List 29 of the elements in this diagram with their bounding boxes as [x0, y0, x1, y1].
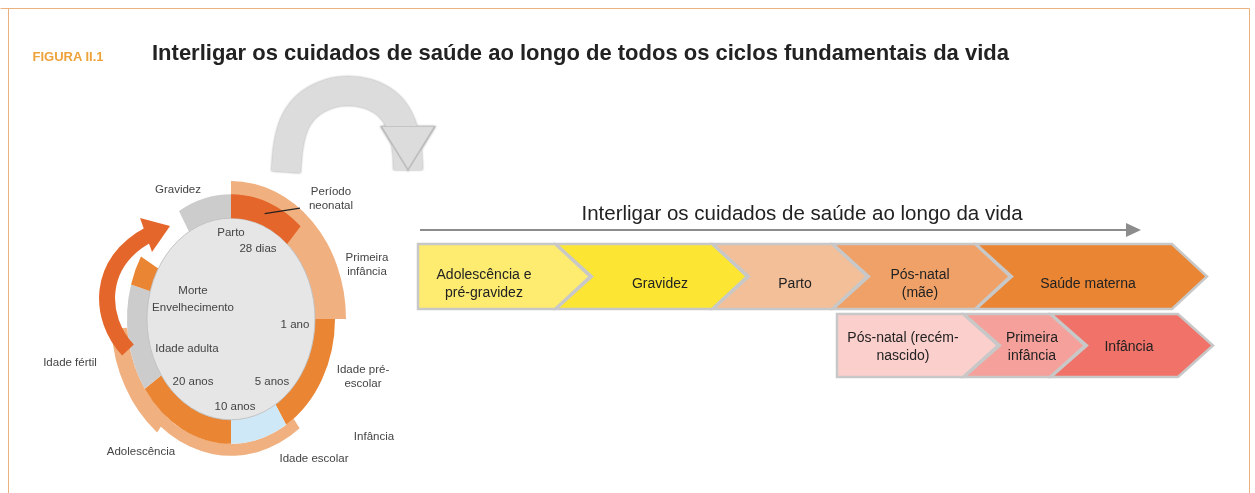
step-label: Primeira infância — [1004, 327, 1060, 365]
step-label: Gravidez — [631, 273, 689, 293]
stage-label: Idade pré-escolar — [335, 361, 391, 391]
step-label: Infância — [1103, 336, 1155, 356]
step-label: Pós-natal (recém-nascido) — [846, 327, 960, 365]
stage-label: Primeira infância — [344, 249, 390, 279]
cycle-label: 28 dias — [239, 240, 277, 256]
stage-label: Gravidez — [155, 181, 201, 197]
figure-title: Interligar os cuidados de saúde ao longo de todos os ciclos fundamentais da vida — [152, 40, 1009, 66]
step-label: Saúde materna — [1039, 273, 1137, 293]
cycle-label: 1 ano — [280, 316, 310, 332]
figure-number: FIGURA II.1 — [32, 48, 104, 66]
step-label: Adolescência e pré-gravidez — [435, 264, 533, 302]
cycle-label: Idade adulta — [155, 340, 219, 356]
step-label: Pós-natal (mãe) — [889, 264, 951, 302]
step-label: Parto — [777, 273, 813, 293]
cycle-label: Parto — [217, 224, 245, 240]
stage-label: Adolescência — [106, 443, 176, 459]
timeline-title: Interligar os cuidados de saúde ao longo da vida — [581, 200, 1023, 226]
stage-label: Período neonatal — [307, 183, 355, 213]
cycle-label: 5 anos — [254, 373, 290, 389]
stage-label: Infância — [353, 428, 395, 444]
cycle-label: 20 anos — [172, 373, 214, 389]
stage-label: Idade fértil — [43, 354, 97, 370]
cycle-label: 10 anos — [214, 398, 256, 414]
leader-line — [264, 207, 301, 215]
cycle-label: Envelhecimento — [152, 299, 234, 315]
cycle-label: Morte — [178, 282, 208, 298]
stage-label: Idade escolar — [279, 450, 349, 466]
